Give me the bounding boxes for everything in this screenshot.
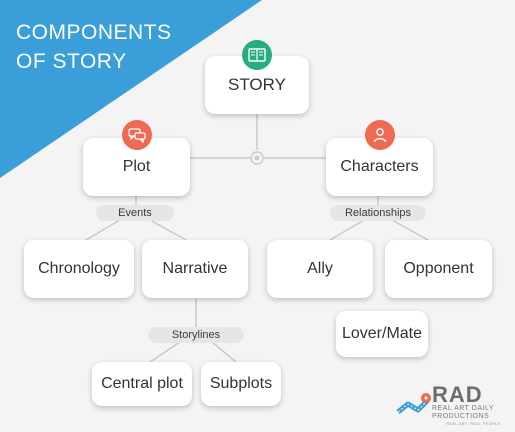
narrative-node: Narrative: [142, 240, 248, 298]
central-plot-node: Central plot: [92, 362, 192, 406]
person-icon: [365, 120, 395, 150]
lover-mate-label: Lover/Mate: [341, 325, 423, 342]
subplots-node: Subplots: [201, 362, 281, 406]
logo-subtitle: REAL ART DAILY PRODUCTIONS: [432, 405, 494, 420]
opponent-node: Opponent: [385, 240, 492, 298]
film-reel-icon: [396, 393, 431, 414]
chat-bubbles-icon: [122, 120, 152, 150]
relationships-label: Relationships: [330, 205, 426, 221]
rad-logo: RAD REAL ART DAILY PRODUCTIONS REAL ART.…: [396, 382, 506, 426]
title-line-1: COMPONENTS: [16, 21, 172, 44]
central-plot-label: Central plot: [101, 375, 183, 392]
narrative-label: Narrative: [162, 260, 228, 277]
opponent-label: Opponent: [403, 260, 474, 277]
ally-label: Ally: [307, 260, 333, 277]
lover-mate-node: Lover/Mate: [336, 311, 428, 357]
subplots-label: Subplots: [209, 375, 273, 392]
page-title: COMPONENTS OF STORY: [16, 18, 172, 76]
storylines-label: Storylines: [148, 327, 244, 343]
events-label: Events: [96, 205, 174, 221]
characters-label: Characters: [340, 158, 419, 175]
chronology-label: Chronology: [38, 260, 120, 277]
ally-node: Ally: [267, 240, 373, 298]
title-line-2: OF STORY: [16, 50, 127, 73]
logo-name: RAD: [432, 382, 483, 407]
book-icon: [242, 40, 272, 70]
story-node: STORY: [205, 56, 309, 114]
story-label: STORY: [228, 75, 286, 94]
chronology-node: Chronology: [24, 240, 134, 298]
logo-tagline: REAL ART. REAL PEOPLE.: [446, 421, 503, 426]
plot-label: Plot: [122, 158, 151, 175]
